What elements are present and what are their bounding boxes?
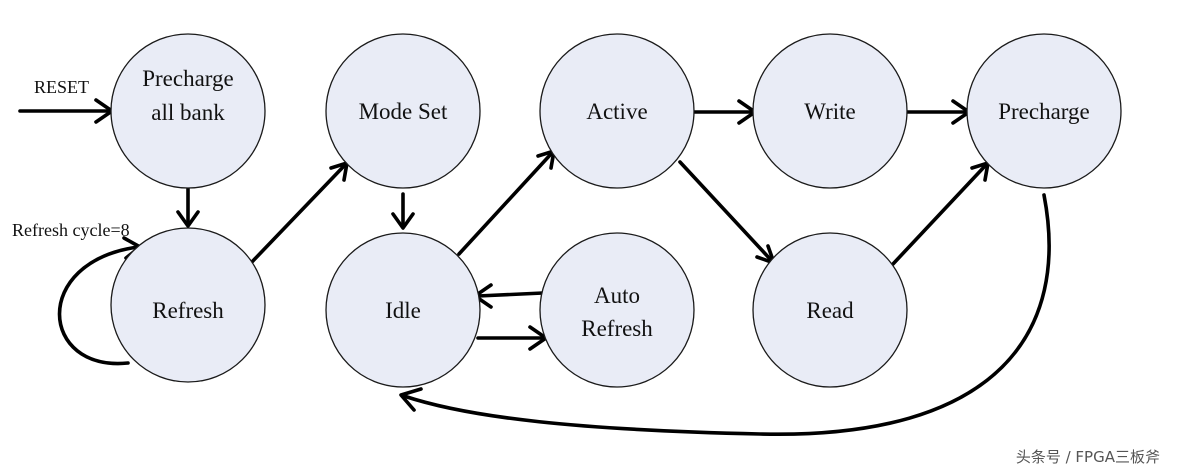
state-write: Write <box>752 33 908 189</box>
state-mode-set: Mode Set <box>325 33 481 189</box>
state-idle-label: Idle <box>385 298 421 323</box>
state-auto-refresh: Auto Refresh <box>539 232 695 388</box>
state-write-label: Write <box>804 99 855 124</box>
state-active: Active <box>539 33 695 189</box>
state-precharge-all-bank-line1: Precharge <box>142 66 234 91</box>
edge-precharge-all-to-refresh-arrowhead <box>176 210 200 228</box>
edge-idle-to-active <box>457 152 553 256</box>
state-precharge-label: Precharge <box>998 99 1090 124</box>
watermark: 头条号 / FPGA三板斧 <box>1015 448 1160 466</box>
edge-auto-refresh-to-idle <box>476 291 545 298</box>
edge-mode-set-to-idle-arrowhead <box>391 212 415 230</box>
edge-precharge-to-idle <box>402 193 1051 436</box>
state-read: Read <box>752 232 908 388</box>
state-refresh-label: Refresh <box>152 298 224 323</box>
state-auto-refresh-line1: Auto <box>594 283 640 308</box>
edge-read-to-precharge <box>891 164 987 266</box>
edge-precharge-to-idle-arrowhead <box>399 387 423 412</box>
edge-active-to-read <box>678 160 773 262</box>
state-precharge: Precharge <box>966 33 1122 189</box>
state-precharge-all-bank-line2: all bank <box>151 100 225 125</box>
edge-refresh-to-mode-set <box>248 164 346 266</box>
refresh-cycle-label: Refresh cycle=8 <box>12 220 130 240</box>
state-idle: Idle <box>325 232 481 388</box>
state-auto-refresh-line2: Refresh <box>581 316 653 341</box>
state-read-label: Read <box>806 298 854 323</box>
reset-label: RESET <box>34 77 89 97</box>
state-active-label: Active <box>586 99 647 124</box>
state-precharge-all-bank: Precharge all bank <box>110 33 266 189</box>
state-refresh: Refresh <box>110 227 266 383</box>
edge-refresh-self-loop <box>57 245 140 366</box>
state-mode-set-label: Mode Set <box>359 99 448 124</box>
